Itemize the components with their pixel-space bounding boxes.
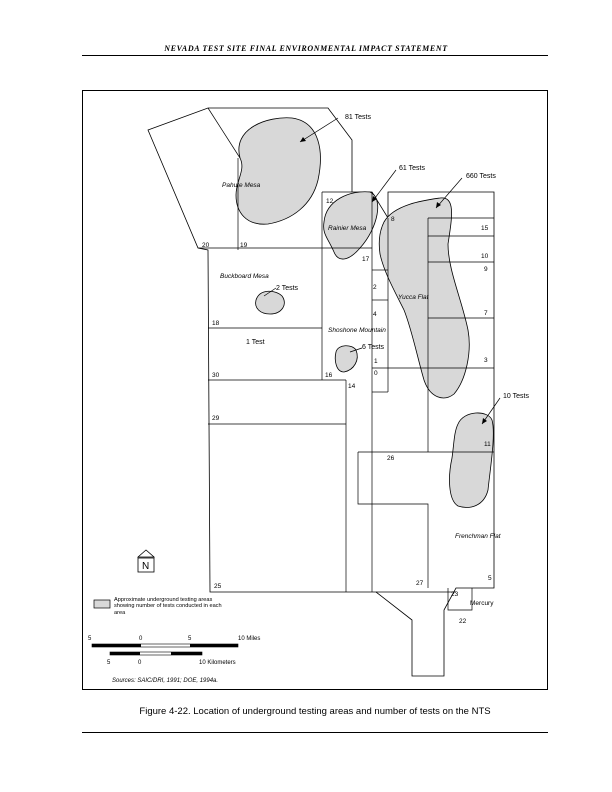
count-rainier: 61 Tests xyxy=(399,165,425,172)
area-line xyxy=(207,107,241,159)
test-area-frenchman xyxy=(449,412,494,508)
place-frenchman-flat: Frenchman Flat xyxy=(455,533,502,540)
area-label: 9 xyxy=(484,266,488,273)
area-label: 5 xyxy=(488,575,492,582)
area-label: 11 xyxy=(484,441,491,448)
area-label: 27 xyxy=(416,580,424,587)
area-label: 18 xyxy=(212,320,220,327)
area-label: 2 xyxy=(373,284,377,291)
map-frame xyxy=(82,90,548,690)
place-shoshone-mountain: Shoshone Mountain xyxy=(328,327,386,334)
scale-bar-miles: 5 0 5 10 Miles xyxy=(88,636,260,648)
test-area-pahute xyxy=(235,117,321,225)
area-label: 22 xyxy=(459,618,467,625)
area-label: 8 xyxy=(391,216,395,223)
test-area-shoshone xyxy=(334,345,358,373)
map-source: Sources: SAIC/DRI, 1991; DOE, 1994a. xyxy=(112,678,218,684)
place-rainier-mesa: Rainier Mesa xyxy=(328,225,367,232)
area-line xyxy=(447,588,473,611)
area-label: 14 xyxy=(348,383,356,390)
leader-buckboard xyxy=(263,287,277,297)
area-label: 15 xyxy=(481,225,489,232)
place-mercury: Mercury xyxy=(470,600,494,607)
legend-swatch xyxy=(93,599,111,609)
scale-mi-label: 0 xyxy=(139,636,143,642)
area-label: 16 xyxy=(325,372,333,379)
scale-mi-label: 10 Miles xyxy=(238,636,260,642)
scale-km-label: 0 xyxy=(138,660,142,666)
header-rule xyxy=(82,55,548,56)
area-label: 19 xyxy=(240,242,248,249)
count-frenchman: 10 Tests xyxy=(503,393,529,400)
north-arrow-icon: N xyxy=(136,549,156,573)
footer-rule xyxy=(82,732,548,733)
nts-boundary xyxy=(147,107,495,677)
area-label: 25 xyxy=(214,583,222,590)
area-label: 4 xyxy=(373,311,377,318)
area-label: 20 xyxy=(202,242,210,249)
north-letter: N xyxy=(142,561,149,572)
count-pahute: 81 Tests xyxy=(345,114,371,121)
test-area-buckboard xyxy=(255,290,285,315)
count-shoshone: 6 Tests xyxy=(362,344,385,351)
leader-yucca xyxy=(435,177,463,209)
figure-caption: Figure 4-22. Location of underground tes… xyxy=(139,706,491,717)
arrowhead xyxy=(482,418,487,424)
area-label: 30 xyxy=(212,372,220,379)
count-yucca: 660 Tests xyxy=(466,173,496,180)
legend-text: Approximate underground testing areas sh… xyxy=(114,597,222,616)
area-line xyxy=(357,452,429,588)
area-label: 7 xyxy=(484,310,488,317)
arrowhead xyxy=(372,196,377,202)
count-area30: 1 Test xyxy=(246,339,265,346)
arrowhead xyxy=(436,202,441,208)
scale-mi-label: 5 xyxy=(188,636,192,642)
place-pahute-mesa: Pahute Mesa xyxy=(222,182,261,189)
area-label: 23 xyxy=(451,591,459,598)
area-label: 17 xyxy=(362,256,370,263)
area-label: 12 xyxy=(326,198,334,205)
scale-km-label: 10 Kilometers xyxy=(199,660,236,666)
area-label: 10 xyxy=(481,253,489,260)
place-buckboard-mesa: Buckboard Mesa xyxy=(220,273,269,280)
place-yucca-flat: Yucca Flat xyxy=(398,294,430,301)
area-label: 29 xyxy=(212,415,220,422)
scale-km-label: 5 xyxy=(107,660,111,666)
area-label: 3 xyxy=(484,357,488,364)
area-label: 0 xyxy=(374,370,378,377)
leader-pahute xyxy=(299,117,339,143)
area-label: 1 xyxy=(374,358,378,365)
scale-bar-km: 5 0 10 Kilometers xyxy=(107,651,236,666)
page-header: NEVADA TEST SITE FINAL ENVIRONMENTAL IMP… xyxy=(164,44,448,53)
area-label: 26 xyxy=(387,455,395,462)
leader-rainier xyxy=(371,169,397,203)
leader-shoshone xyxy=(349,347,363,353)
scale-mi-label: 5 xyxy=(88,636,92,642)
arrowhead xyxy=(300,137,306,142)
count-buckboard: 2 Tests xyxy=(276,285,299,292)
